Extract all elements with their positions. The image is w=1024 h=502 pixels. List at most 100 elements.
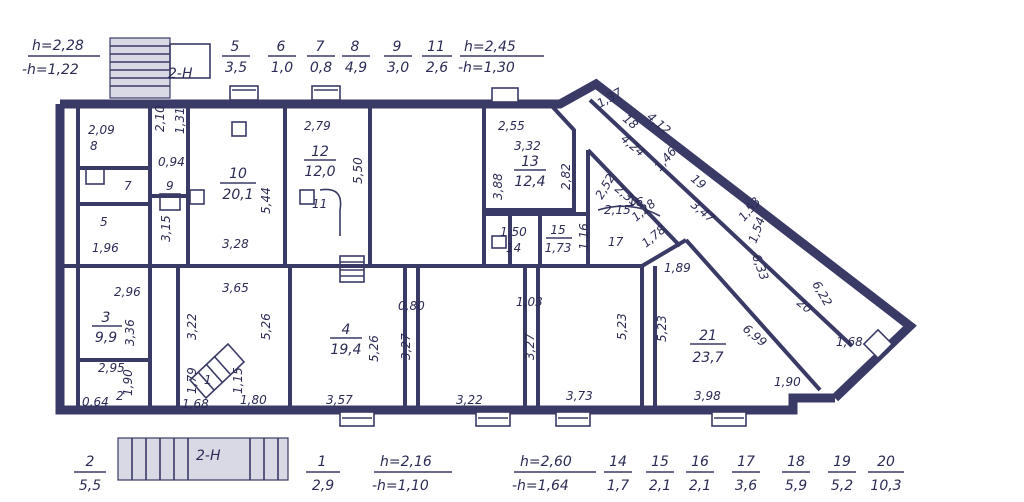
dim-0-64: 0,64 bbox=[82, 395, 109, 409]
dim-1-89: 1,89 bbox=[664, 261, 691, 275]
dim-0-94: 0,94 bbox=[158, 155, 185, 169]
frac-7-d: 0,8 bbox=[310, 60, 332, 76]
legend-top: h=2,28 -h=1,22 2-H 5 3,5 6 1,0 7 0,8 8 4… bbox=[22, 38, 544, 82]
frac-6-n: 6 bbox=[277, 39, 286, 55]
room-10-a: 20,1 bbox=[222, 187, 253, 203]
frac-14-d: 1,7 bbox=[607, 478, 629, 494]
stairs-interior bbox=[188, 255, 365, 400]
room-12-a: 12,0 bbox=[304, 164, 335, 180]
room-4-a: 19,4 bbox=[330, 342, 361, 358]
dim-9: 9 bbox=[166, 179, 174, 193]
dim-1: 1 bbox=[204, 373, 212, 387]
frac-17-n: 17 bbox=[737, 454, 755, 470]
dim-3-98: 3,98 bbox=[694, 389, 721, 403]
dim-5: 5 bbox=[100, 215, 108, 229]
dim-1-03: 1,03 bbox=[516, 295, 543, 309]
room-15-a: 1,73 bbox=[545, 241, 572, 255]
dim-8: 8 bbox=[90, 139, 98, 153]
dim-2-95: 2,95 bbox=[98, 361, 125, 375]
room-21-n: 21 bbox=[699, 328, 717, 344]
dim-3-27-a: 3,27 bbox=[523, 333, 537, 360]
dim-3-88: 3,88 bbox=[491, 173, 505, 200]
dim-1-68-b: 1,68 bbox=[182, 397, 209, 411]
dim-5-44: 5,44 bbox=[259, 187, 273, 214]
dim-1-78: 1,78 bbox=[639, 222, 669, 250]
bottom-fractions: 14 1,7 15 2,1 16 2,1 17 3,6 18 5,9 19 5,… bbox=[604, 454, 904, 494]
h-right-b-1: h=2,60 bbox=[520, 454, 572, 470]
dim-3-27-b: 3,27 bbox=[399, 333, 413, 360]
frac-1-d: 2,9 bbox=[312, 478, 334, 494]
dim-1-16: 1,16 bbox=[577, 223, 591, 250]
frac-8-d: 4,9 bbox=[345, 60, 367, 76]
dim-6-33: 6,33 bbox=[749, 252, 771, 282]
legend-bottom: 2 5,5 2-H 1 2,9 h=2,16 -h=1,10 h=2,60 -h… bbox=[74, 448, 904, 494]
frac-14-n: 14 bbox=[609, 454, 627, 470]
h-right-1: h=2,45 bbox=[464, 39, 516, 55]
dim-11: 11 bbox=[312, 197, 327, 211]
h-left-1: h=2,28 bbox=[32, 38, 84, 54]
frac-1-n: 1 bbox=[318, 454, 327, 470]
interior-walls bbox=[60, 98, 854, 410]
dim-16: 16 bbox=[628, 195, 644, 209]
dim-3-15: 3,15 bbox=[159, 215, 173, 242]
dim-1-31: 1,31 bbox=[173, 107, 187, 134]
windows bbox=[229, 85, 894, 427]
dim-5-26-a: 5,26 bbox=[367, 335, 381, 362]
room-3-n: 3 bbox=[102, 310, 111, 326]
dim-2-96: 2,96 bbox=[114, 285, 141, 299]
dim-5-50: 5,50 bbox=[351, 157, 365, 184]
frac-9-n: 9 bbox=[393, 39, 402, 55]
dim-20: 20 bbox=[794, 296, 815, 317]
frac-15-n: 15 bbox=[651, 454, 669, 470]
dim-19: 19 bbox=[688, 172, 709, 193]
frac-6-d: 1,0 bbox=[271, 60, 293, 76]
frac-17-d: 3,6 bbox=[735, 478, 757, 494]
stairs-bottom-label: 2-H bbox=[196, 448, 221, 464]
frac-2-d: 5,5 bbox=[79, 478, 101, 494]
frac-18-n: 18 bbox=[787, 454, 805, 470]
stairs-top-label: 2-H bbox=[168, 66, 193, 82]
dim-7: 7 bbox=[124, 179, 132, 193]
room-10-n: 10 bbox=[229, 166, 247, 182]
h-right-b-2: -h=1,64 bbox=[512, 478, 569, 494]
dim-5-23-a: 5,23 bbox=[655, 315, 669, 342]
frac-8-n: 8 bbox=[351, 39, 360, 55]
room-21-a: 23,7 bbox=[692, 350, 723, 366]
dim-3-57: 3,57 bbox=[326, 393, 353, 407]
dim-1-80: 1,80 bbox=[240, 393, 267, 407]
frac-19-n: 19 bbox=[833, 454, 851, 470]
dim-1-90-b: 1,90 bbox=[121, 369, 135, 396]
frac-5-d: 3,5 bbox=[225, 60, 247, 76]
dim-14: 14 bbox=[506, 241, 521, 255]
room-13-n: 13 bbox=[521, 154, 539, 170]
dim-1-90-a: 1,90 bbox=[774, 375, 801, 389]
frac-5-n: 5 bbox=[231, 39, 240, 55]
frac-7-n: 7 bbox=[316, 39, 325, 55]
h-right-2: -h=1,30 bbox=[458, 60, 515, 76]
frac-16-n: 16 bbox=[691, 454, 709, 470]
room-12-n: 12 bbox=[311, 144, 329, 160]
frac-18-d: 5,9 bbox=[785, 478, 807, 494]
frac-15-d: 2,1 bbox=[649, 478, 671, 494]
dim-1-15: 1,15 bbox=[231, 367, 245, 394]
dim-5-26-b: 5,26 bbox=[259, 313, 273, 340]
dim-2: 2 bbox=[116, 389, 124, 403]
dim-1-96: 1,96 bbox=[92, 241, 119, 255]
dim-3-28: 3,28 bbox=[222, 237, 249, 251]
dim-5-23-b: 5,23 bbox=[615, 313, 629, 340]
h-mid-2: -h=1,10 bbox=[372, 478, 429, 494]
dim-3-22-b: 3,22 bbox=[185, 313, 199, 340]
fixtures bbox=[85, 121, 661, 249]
room-4-n: 4 bbox=[342, 322, 351, 338]
frac-20-d: 10,3 bbox=[870, 478, 901, 494]
dim-2-79: 2,79 bbox=[304, 119, 331, 133]
dim-3-22-a: 3,22 bbox=[456, 393, 483, 407]
dim-1-79: 1,79 bbox=[185, 367, 199, 394]
dim-1-68: 1,68 bbox=[836, 335, 863, 349]
frac-16-d: 2,1 bbox=[689, 478, 711, 494]
dim-17: 17 bbox=[608, 235, 624, 249]
frac-19-d: 5,2 bbox=[831, 478, 853, 494]
h-left-2: -h=1,22 bbox=[22, 62, 79, 78]
dim-2-10: 2,10 bbox=[153, 105, 167, 132]
